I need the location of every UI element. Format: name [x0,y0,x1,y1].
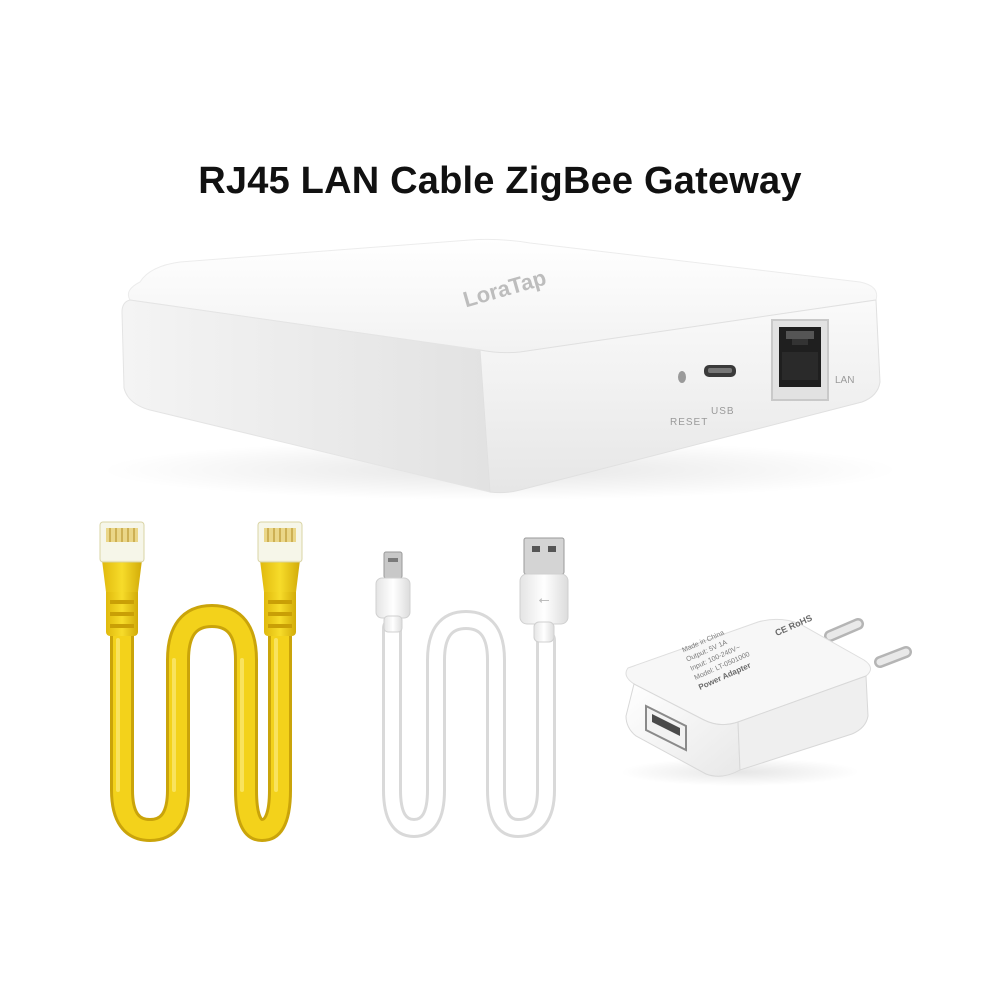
rj45-connector-left [99,521,145,636]
gateway-left-face [121,299,491,493]
usb-a-plug: ⭠ [519,537,569,643]
usb-socket[interactable] [645,704,687,752]
zigbee-gateway: LoraTap RESET USB LAN [100,238,900,500]
lan-port[interactable] [771,319,829,401]
usb-label: USB [711,406,735,417]
lan-label: LAN [835,375,854,386]
micro-usb-cable: ⭠ [375,537,569,838]
usb-symbol-icon: ⭠ [538,591,549,607]
reset-label: RESET [670,417,708,428]
usb-power-adapter: Power Adapter Model: LT-0501000 Input: 1… [620,613,912,786]
micro-usb-plug [375,551,411,633]
rj45-lan-cable [99,521,303,842]
rj45-connector-right [257,521,303,636]
page-title: RJ45 LAN Cable ZigBee Gateway [198,160,802,202]
plug-pins [824,618,912,668]
reset-button[interactable] [678,371,686,383]
